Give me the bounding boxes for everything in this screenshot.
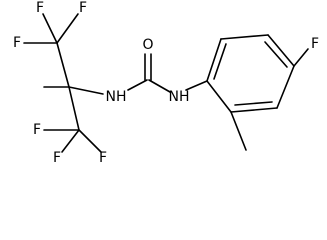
bond-cq-cf3bot [68, 86, 80, 131]
bond-ring-f [293, 48, 309, 67]
atom-f-ring: F [311, 36, 319, 52]
atom-f-top-left: F [36, 0, 44, 16]
atom-f-left: F [13, 35, 21, 51]
bond-cf3top-cq [56, 42, 70, 88]
bond-cf3top-f2 [56, 13, 79, 44]
atom-nh-right: NH [169, 89, 190, 105]
atom-f-top-right: F [79, 0, 87, 16]
bond-cco-nh2 [148, 79, 171, 93]
atom-f-bottom-mid: F [53, 150, 61, 166]
bond-cf3bot-f2 [61, 129, 80, 153]
ring-bond-3-inner [264, 41, 288, 68]
structure-canvas: F F F F F F O NH NH F [12, 0, 320, 166]
atom-o-carbonyl: O [142, 37, 153, 53]
ring-bond-3 [267, 34, 295, 67]
molecule-drawing: F F F F F F O NH NH F [13, 0, 319, 166]
ring-bond-5-inner [234, 101, 273, 106]
ring-bond-4 [276, 65, 295, 109]
ring-bond-6 [206, 80, 232, 113]
atom-nh-left: NH [106, 89, 127, 105]
ring-bond-5 [230, 107, 278, 113]
bond-nh2-ring [185, 80, 208, 91]
atom-f-bottom-left: F [33, 122, 41, 138]
ring-bond-1 [206, 38, 222, 82]
bond-cf3bot-f3 [78, 129, 102, 153]
ring-bond-2 [220, 34, 269, 40]
bond-ring-methyl [230, 111, 247, 151]
ring-bond-1-inner [213, 43, 227, 80]
bond-nh1-cco [127, 79, 148, 91]
bond-cf3top-f1 [42, 13, 58, 44]
bond-cq-nh1 [68, 86, 104, 95]
atom-f-bottom-right: F [99, 150, 107, 166]
